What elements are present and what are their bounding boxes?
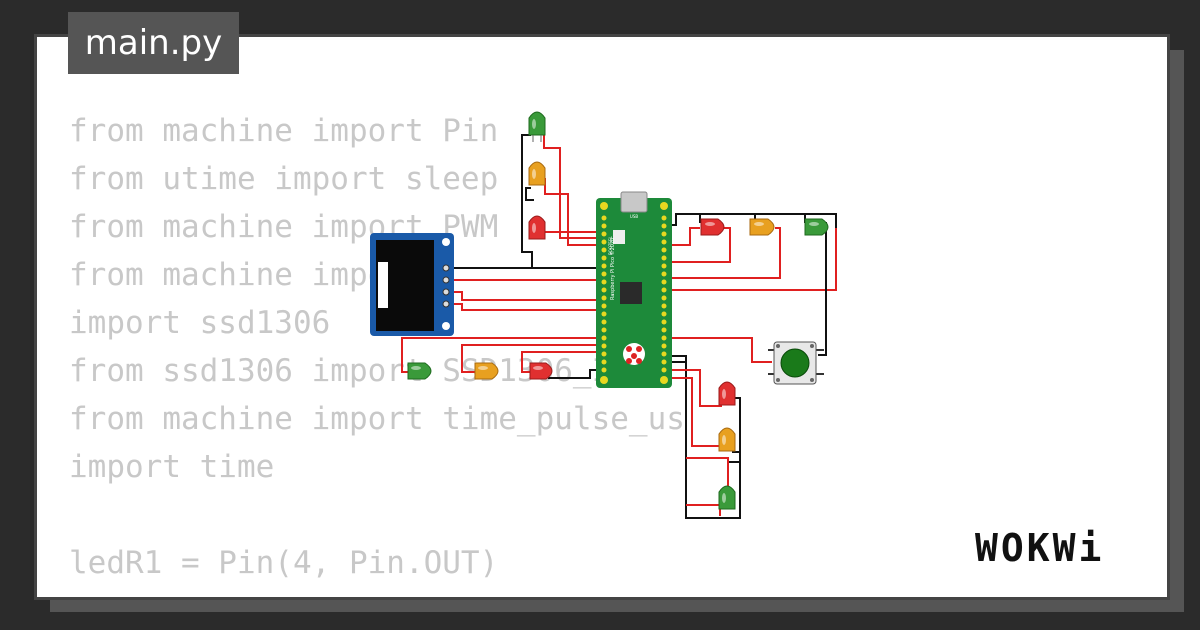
code-line: import ssd1306 xyxy=(69,305,331,341)
led-yellow-top xyxy=(528,161,546,186)
code-line: from machine import time_pulse_us xyxy=(69,401,685,437)
pico-board: Raspberry Pi Pico ©2020 USB BOOTSEL xyxy=(596,191,672,388)
led-green-top xyxy=(528,111,546,142)
led-red-right xyxy=(700,218,725,236)
oled-display xyxy=(370,233,454,336)
led-green-bottom-left xyxy=(407,362,432,380)
code-line: from utime import sleep xyxy=(69,161,499,197)
led-red-top xyxy=(528,215,546,240)
file-tab[interactable]: main.py xyxy=(68,12,239,74)
push-button xyxy=(768,341,824,385)
bootsel-label: BOOTSEL xyxy=(608,236,613,255)
code-line: ledR2 = Pin(10, Pin.OUT) xyxy=(69,587,685,597)
code-line: import time xyxy=(69,449,275,485)
pico-label: Raspberry Pi Pico ©2020 xyxy=(609,238,616,300)
wires xyxy=(401,134,837,519)
led-yellow-right xyxy=(749,218,775,236)
led-green-bottom xyxy=(718,485,736,510)
wokwi-logo: WOKWi xyxy=(975,526,1105,570)
code-line: from machine import Pin xyxy=(69,113,499,149)
led-red-bottom xyxy=(718,381,736,406)
code-block: from machine import Pin from utime import… xyxy=(69,107,685,597)
led-green-right xyxy=(804,218,829,236)
usb-label: USB xyxy=(630,214,638,219)
led-yellow-bottom-left xyxy=(474,362,499,380)
led-yellow-bottom xyxy=(718,427,736,452)
code-line: ledR1 = Pin(4, Pin.OUT) xyxy=(69,545,499,581)
led-red-bottom-left xyxy=(529,362,553,380)
